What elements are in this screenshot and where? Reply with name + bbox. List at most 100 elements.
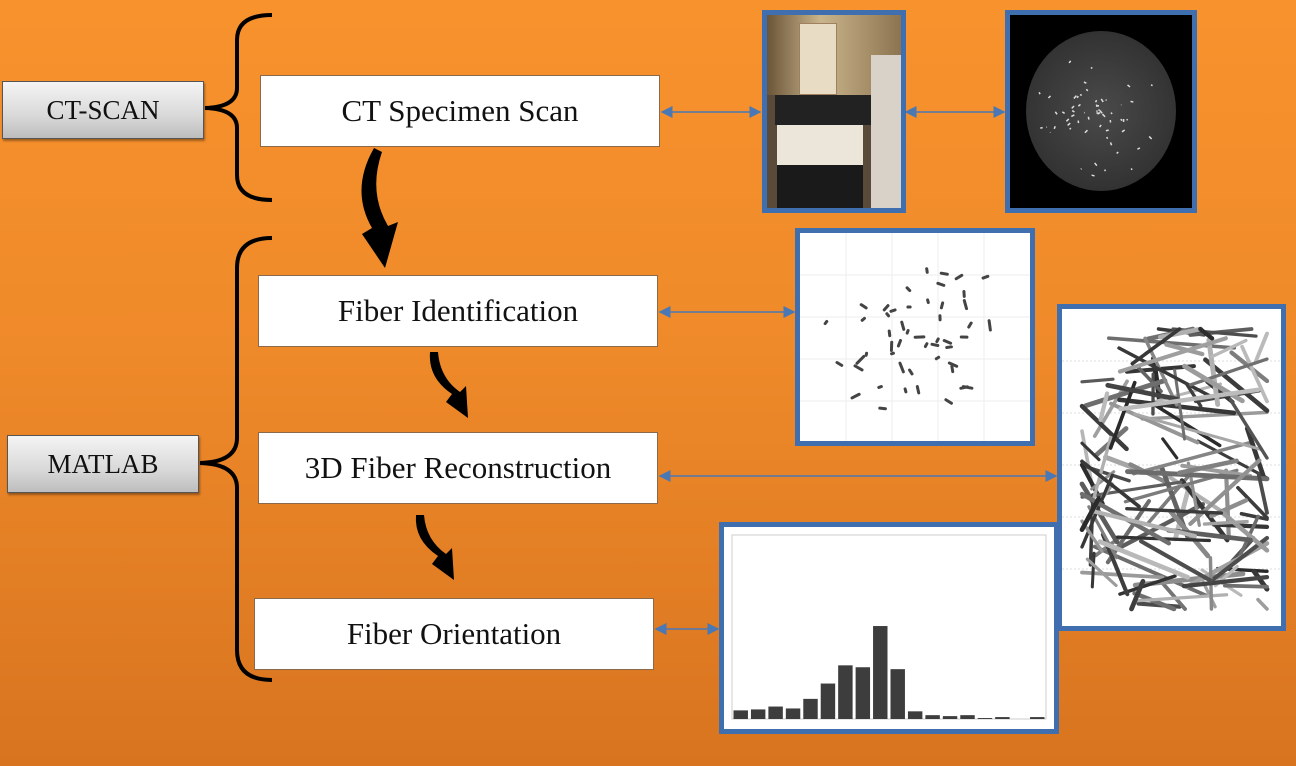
fiber xyxy=(1125,506,1224,515)
group-label-matlab: MATLAB xyxy=(7,435,199,493)
fiber-speck xyxy=(1099,109,1103,114)
fiber-speck xyxy=(1069,127,1072,130)
fiber-speck xyxy=(1076,95,1079,99)
fiber xyxy=(1083,378,1168,409)
fiber-section xyxy=(981,274,990,280)
fiber-speck xyxy=(1047,95,1052,99)
fiber xyxy=(1080,441,1101,462)
fiber xyxy=(1129,578,1146,612)
fiber-speck xyxy=(1095,104,1098,108)
fiber xyxy=(1220,510,1270,553)
ct-slice-image xyxy=(1005,10,1197,213)
fiber-section xyxy=(889,308,897,313)
fiber xyxy=(1117,346,1215,400)
fiber-speck xyxy=(1116,151,1119,155)
fiber-speck xyxy=(1065,118,1070,122)
fiber-speck xyxy=(1094,162,1098,167)
fiber-section xyxy=(967,321,973,329)
fiber-speck xyxy=(1091,174,1095,177)
fiber-speck xyxy=(1083,81,1087,84)
fiber xyxy=(1091,435,1113,503)
fiber xyxy=(1130,327,1182,366)
fiber-orientation-histogram xyxy=(719,522,1059,734)
fiber xyxy=(1180,463,1253,478)
fiber xyxy=(1117,336,1228,374)
fiber xyxy=(1256,597,1269,611)
step-fiber-orientation: Fiber Orientation xyxy=(254,598,654,670)
fiber-section xyxy=(954,273,964,281)
fiber xyxy=(1087,505,1119,560)
fiber-speck xyxy=(1120,118,1123,122)
fiber-section xyxy=(935,337,940,344)
fiber xyxy=(1202,519,1249,526)
fiber xyxy=(1131,441,1251,476)
fiber xyxy=(1184,382,1203,408)
fiber xyxy=(1125,469,1270,482)
fiber-speck xyxy=(1040,126,1043,129)
fiber-section xyxy=(882,304,890,312)
fiber xyxy=(1177,458,1239,476)
fiber xyxy=(1161,437,1179,460)
fiber xyxy=(1090,470,1116,491)
fiber-speck xyxy=(1109,142,1113,146)
histogram-bar xyxy=(820,683,836,719)
fiber xyxy=(1080,459,1141,509)
histogram-bar xyxy=(873,626,888,719)
fiber xyxy=(1236,485,1269,520)
fiber-speck xyxy=(1080,168,1083,170)
fiber-speck xyxy=(1053,125,1056,130)
fiber xyxy=(1105,382,1180,402)
fiber xyxy=(1253,331,1269,365)
plot-area xyxy=(731,534,1047,720)
fiber-section xyxy=(890,351,895,356)
brace-ct-scan xyxy=(204,13,273,202)
fiber-speck xyxy=(1101,113,1106,118)
fiber xyxy=(1136,365,1163,394)
fiber-speck xyxy=(1150,84,1153,87)
histogram-bar xyxy=(925,715,940,719)
fiber-speck xyxy=(1067,122,1071,126)
fiber-section xyxy=(930,342,940,348)
fiber-speck xyxy=(1084,129,1088,134)
fiber-section xyxy=(896,338,903,348)
fiber-section xyxy=(934,355,941,361)
fiber-section xyxy=(944,398,953,405)
fiber-speck xyxy=(1068,60,1072,64)
fiber xyxy=(1092,509,1197,539)
histogram-bar xyxy=(855,667,871,719)
3d-fiber-reconstruction-plot xyxy=(1057,304,1286,631)
fiber xyxy=(1108,380,1137,450)
fiber-speck xyxy=(1110,112,1113,115)
fiber xyxy=(1140,410,1269,421)
fiber-section xyxy=(823,319,829,326)
fiber xyxy=(1244,426,1266,479)
fiber-speck xyxy=(1071,109,1075,113)
fiber-speck xyxy=(1097,111,1101,115)
fiber-section xyxy=(962,299,969,311)
fiber-section xyxy=(835,361,844,367)
fiber-speck xyxy=(1071,105,1075,109)
fiber xyxy=(1160,580,1187,611)
fiber xyxy=(1118,574,1177,596)
histogram-bar xyxy=(785,708,801,719)
fiber-speck xyxy=(1148,135,1153,140)
reconstructed-fibers xyxy=(1062,326,1281,612)
fiber-speck xyxy=(1038,91,1041,95)
fiber-speck xyxy=(1061,111,1066,114)
fiber-speck xyxy=(1121,129,1126,133)
fiber-section xyxy=(853,364,864,372)
step-ct-specimen-scan: CT Specimen Scan xyxy=(260,75,660,147)
fiber xyxy=(1210,338,1248,359)
fiber-section xyxy=(887,329,892,338)
fiber xyxy=(1203,357,1270,413)
fiber xyxy=(1186,357,1269,388)
fiber-speck xyxy=(1087,116,1090,120)
histogram-bar xyxy=(907,711,923,719)
fiber xyxy=(1118,387,1261,412)
fiber xyxy=(1240,344,1269,404)
flow-arrows xyxy=(361,148,468,580)
fiber xyxy=(1138,539,1213,583)
histogram-bar xyxy=(750,709,766,719)
ct-machine-photo xyxy=(762,10,906,213)
histogram-bar xyxy=(768,706,783,719)
